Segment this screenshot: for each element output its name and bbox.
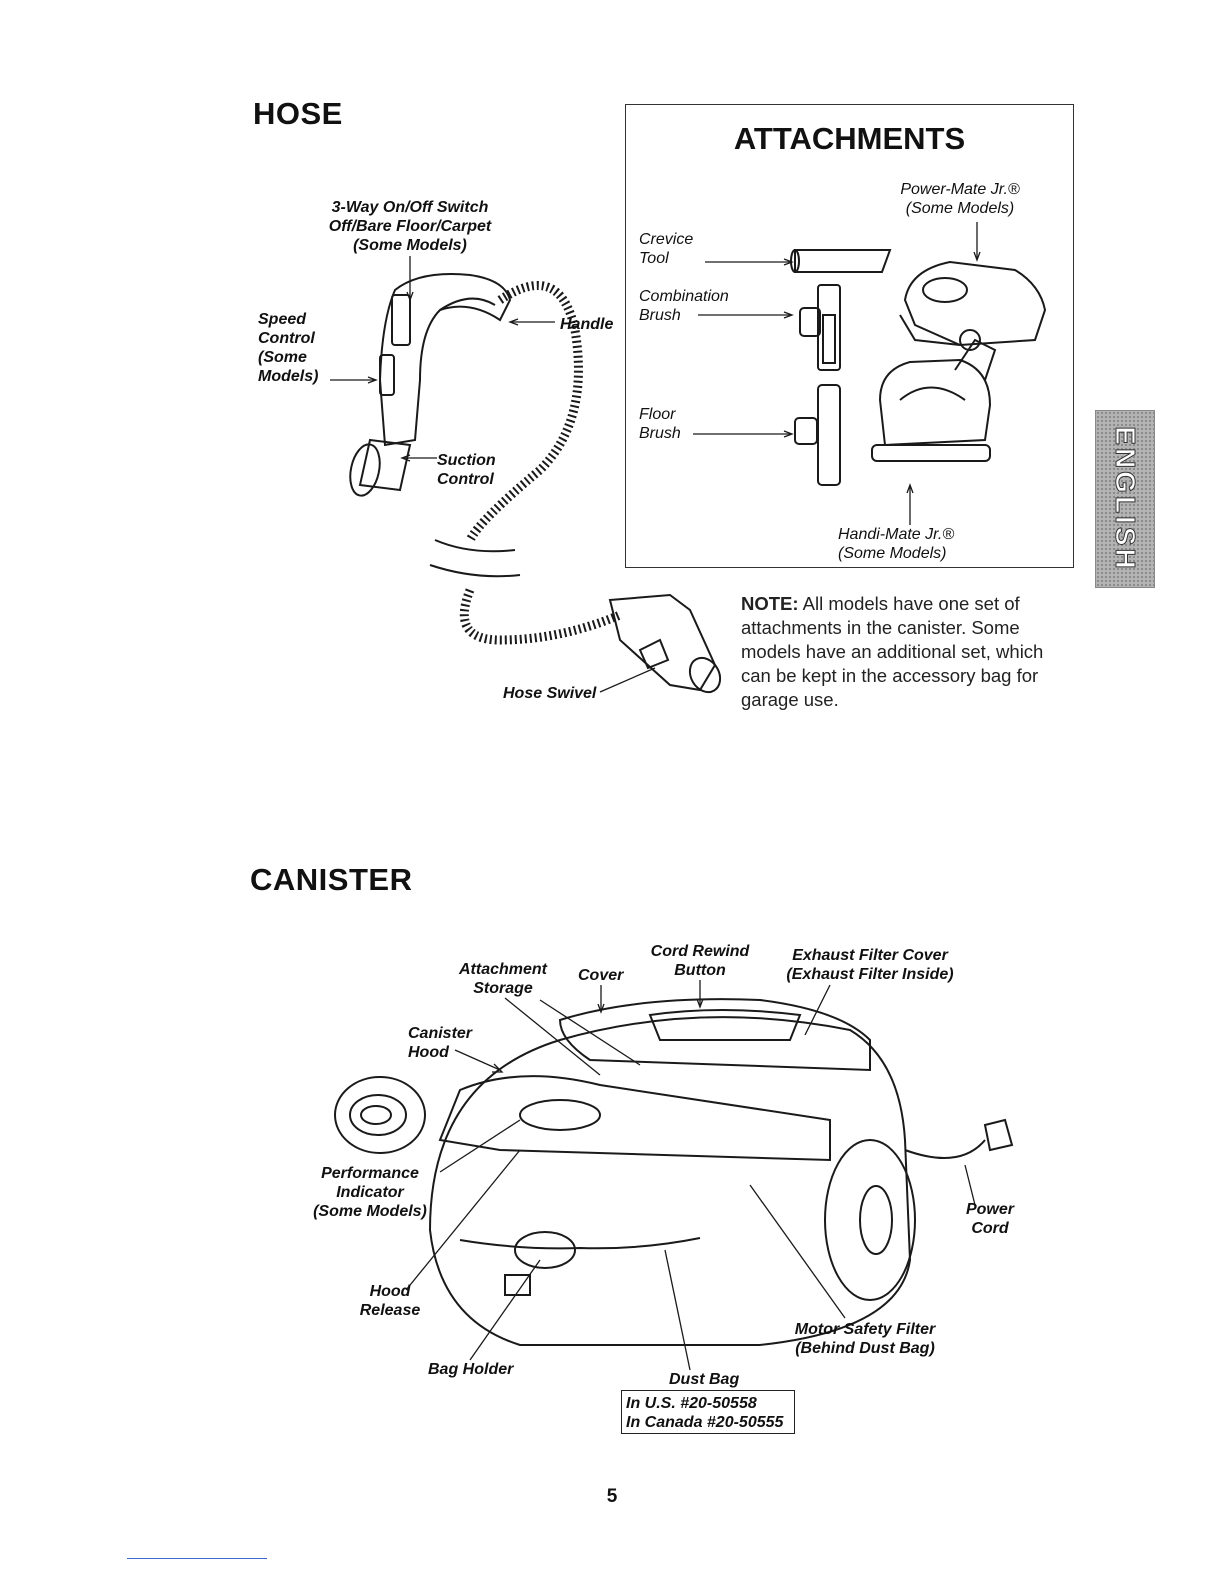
switch-label-line: Off/Bare Floor/Carpet [328, 218, 492, 235]
speed-label-line: Control [258, 330, 315, 347]
power-label-line: Cord [971, 1220, 1009, 1237]
power-cord-label: Power Cord [955, 1200, 1025, 1238]
handimate-label: Handi-Mate Jr.® (Some Models) [838, 525, 954, 563]
bag-holder-label: Bag Holder [428, 1361, 514, 1378]
canister-leader-lines [405, 980, 976, 1371]
crevice-tool-label: Crevice Tool [639, 230, 693, 268]
powermate-drawing [899, 260, 1047, 351]
combo-label-line: Combination [639, 288, 729, 305]
power-cord-drawing [904, 1118, 1014, 1159]
attachments-box: ATTACHMENTS [625, 104, 1074, 568]
perf-label-line: Indicator [336, 1184, 404, 1201]
perf-label-line: Performance [321, 1165, 419, 1182]
hose-lower-drawing [459, 588, 622, 645]
switch-label-line: (Some Models) [353, 237, 467, 254]
release-label-line: Release [359, 1302, 421, 1319]
combination-brush-drawing [799, 284, 841, 371]
hose-break-lines [429, 539, 521, 578]
exhaust-label-line: Exhaust Filter Cover [792, 947, 948, 964]
powermate-label-line: Power-Mate Jr.® [900, 181, 1020, 198]
hose-corrugated-drawing [465, 281, 583, 543]
attachment-storage-label: Attachment Storage [448, 960, 558, 998]
hood-label-line: Canister [408, 1025, 473, 1042]
note-lead: NOTE: [741, 593, 799, 614]
cover-label: Cover [578, 967, 624, 984]
suction-label-line: Control [437, 471, 494, 488]
cord-rewind-label-line: Button [674, 962, 726, 979]
speed-label-line: Speed [258, 311, 307, 328]
performance-indicator-label: Performance Indicator (Some Models) [300, 1164, 440, 1221]
attachments-note: NOTE: All models have one set of attachm… [741, 592, 1071, 712]
exhaust-filter-label: Exhaust Filter Cover (Exhaust Filter Ins… [770, 946, 970, 984]
combination-brush-label: Combination Brush [639, 287, 729, 325]
powermate-label: Power-Mate Jr.® (Some Models) [880, 180, 1040, 218]
handimate-label-line: Handi-Mate Jr.® [838, 526, 955, 543]
storage-label-line: Attachment [458, 961, 547, 978]
canister-drawing [428, 998, 916, 1346]
performance-indicator-drawing [334, 1076, 426, 1154]
suction-label-line: Suction [437, 452, 496, 469]
hood-label-line: Hood [408, 1044, 449, 1061]
dust-bag-label: Dust Bag [669, 1371, 740, 1388]
attachments-heading: ATTACHMENTS [733, 121, 966, 156]
floor-label-line: Floor [639, 406, 676, 423]
crevice-label-line: Tool [639, 250, 669, 267]
part-number-canada: In Canada #20-50555 [626, 1414, 784, 1431]
canister-heading: CANISTER [250, 862, 413, 897]
hose-swivel-label: Hose Swivel [503, 685, 597, 702]
switch-label-line: 3-Way On/Off Switch [331, 199, 489, 216]
floor-brush-label: Floor Brush [639, 405, 681, 443]
switch-label: 3-Way On/Off Switch Off/Bare Floor/Carpe… [300, 198, 520, 255]
release-label-line: Hood [369, 1283, 411, 1300]
footer-rule [127, 1558, 267, 1559]
hose-swivel-drawing [608, 593, 722, 694]
floor-brush-drawing [794, 384, 841, 486]
speed-label-line: (Some [258, 349, 307, 366]
storage-label-line: Storage [473, 980, 533, 997]
motor-label-line: (Behind Dust Bag) [795, 1340, 935, 1357]
handimate-drawing [871, 338, 997, 462]
cord-rewind-label-line: Cord Rewind [650, 943, 750, 960]
hose-heading: HOSE [253, 96, 343, 131]
hood-release-label: Hood Release [350, 1282, 430, 1320]
perf-label-line: (Some Models) [313, 1203, 427, 1220]
crevice-label-line: Crevice [639, 231, 694, 248]
handimate-label-line: (Some Models) [838, 545, 947, 562]
powermate-label-line: (Some Models) [905, 200, 1015, 217]
part-number-us: In U.S. #20-50558 [626, 1395, 757, 1412]
floor-label-line: Brush [639, 425, 681, 442]
motor-label-line: Motor Safety Filter [794, 1321, 936, 1338]
note-body: All models have one set of attachments i… [741, 593, 1044, 710]
page-number: 5 [606, 1486, 618, 1507]
hose-handle-drawing [349, 273, 512, 497]
suction-control-label: Suction Control [437, 451, 496, 489]
speed-label-line: Models) [258, 368, 319, 385]
speed-control-label: Speed Control (Some Models) [258, 310, 318, 386]
canister-hood-label: Canister Hood [408, 1024, 472, 1062]
combo-label-line: Brush [639, 307, 681, 324]
motor-safety-filter-label: Motor Safety Filter (Behind Dust Bag) [780, 1320, 950, 1358]
language-tab-text: ENGLISH [1110, 426, 1142, 572]
handle-label: Handle [560, 316, 614, 333]
hose-leader-lines [330, 256, 656, 693]
language-tab: ENGLISH [1095, 410, 1155, 588]
power-label-line: Power [965, 1201, 1014, 1218]
attachment-leader-lines [693, 222, 981, 525]
cord-rewind-label: Cord Rewind Button [640, 942, 760, 980]
exhaust-label-line: (Exhaust Filter Inside) [786, 966, 954, 983]
dust-bag-part-numbers: In U.S. #20-50558 In Canada #20-50555 [621, 1390, 795, 1434]
